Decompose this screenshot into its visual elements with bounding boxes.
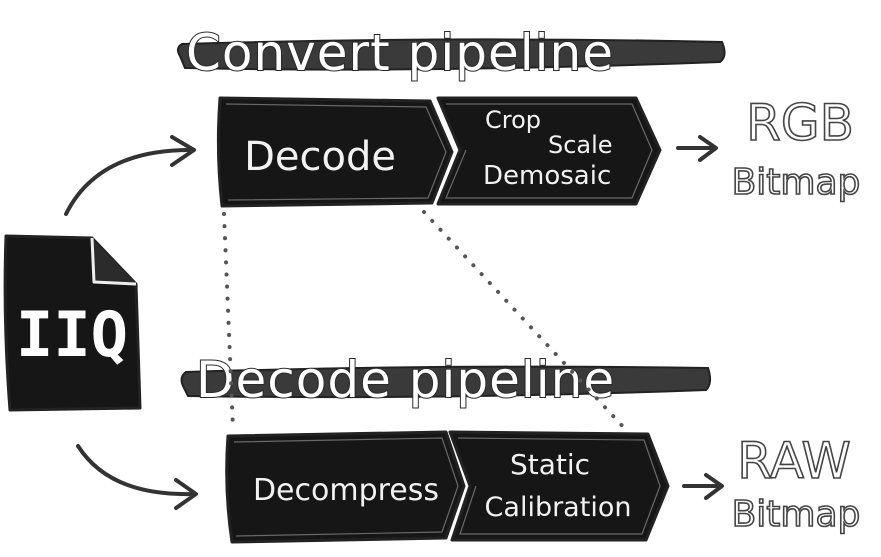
step-scale-label: Scale (548, 131, 613, 159)
dotted-line-right (422, 210, 630, 434)
decode-pipeline-title: Decode pipeline (196, 351, 615, 409)
rgb-bitmap-output: RGB Bitmap (731, 93, 861, 204)
arrow-file-to-decode (64, 135, 196, 216)
rgb-output-label: RGB (746, 94, 854, 152)
arrow-to-raw-bitmap (682, 473, 724, 500)
step-decompress: Decompress (225, 430, 466, 544)
step-decode: Decode (216, 96, 454, 208)
step-decode-label: Decode (244, 134, 396, 180)
step-decompress-label: Decompress (253, 473, 439, 508)
convert-pipeline-title: Convert pipeline (186, 24, 614, 82)
step-demosaic-label: Demosaic (483, 161, 611, 191)
arrow-to-rgb-bitmap (676, 135, 718, 162)
dotted-line-left (222, 212, 235, 430)
step-calibration-label: Calibration (485, 492, 632, 523)
decode-pipeline-banner: Decode pipeline (180, 350, 712, 410)
raw-output-label: RAW (737, 432, 851, 490)
rgb-bitmap-label: Bitmap (732, 162, 861, 203)
step-static-calibration: Static Calibration (448, 430, 670, 542)
raw-bitmap-output: RAW Bitmap (731, 431, 861, 536)
iiq-file-icon: IIQ (3, 234, 142, 412)
arrow-file-to-decompress (76, 444, 198, 510)
convert-pipeline-banner: Convert pipeline (176, 23, 726, 83)
dotted-connectors (222, 210, 630, 434)
raw-bitmap-label: Bitmap (732, 494, 861, 535)
step-crop-label: Crop (485, 106, 541, 134)
step-static-label: Static (510, 448, 590, 481)
step-crop-scale-demosaic: Crop Scale Demosaic (436, 96, 662, 206)
iiq-file-label: IIQ (16, 298, 128, 371)
